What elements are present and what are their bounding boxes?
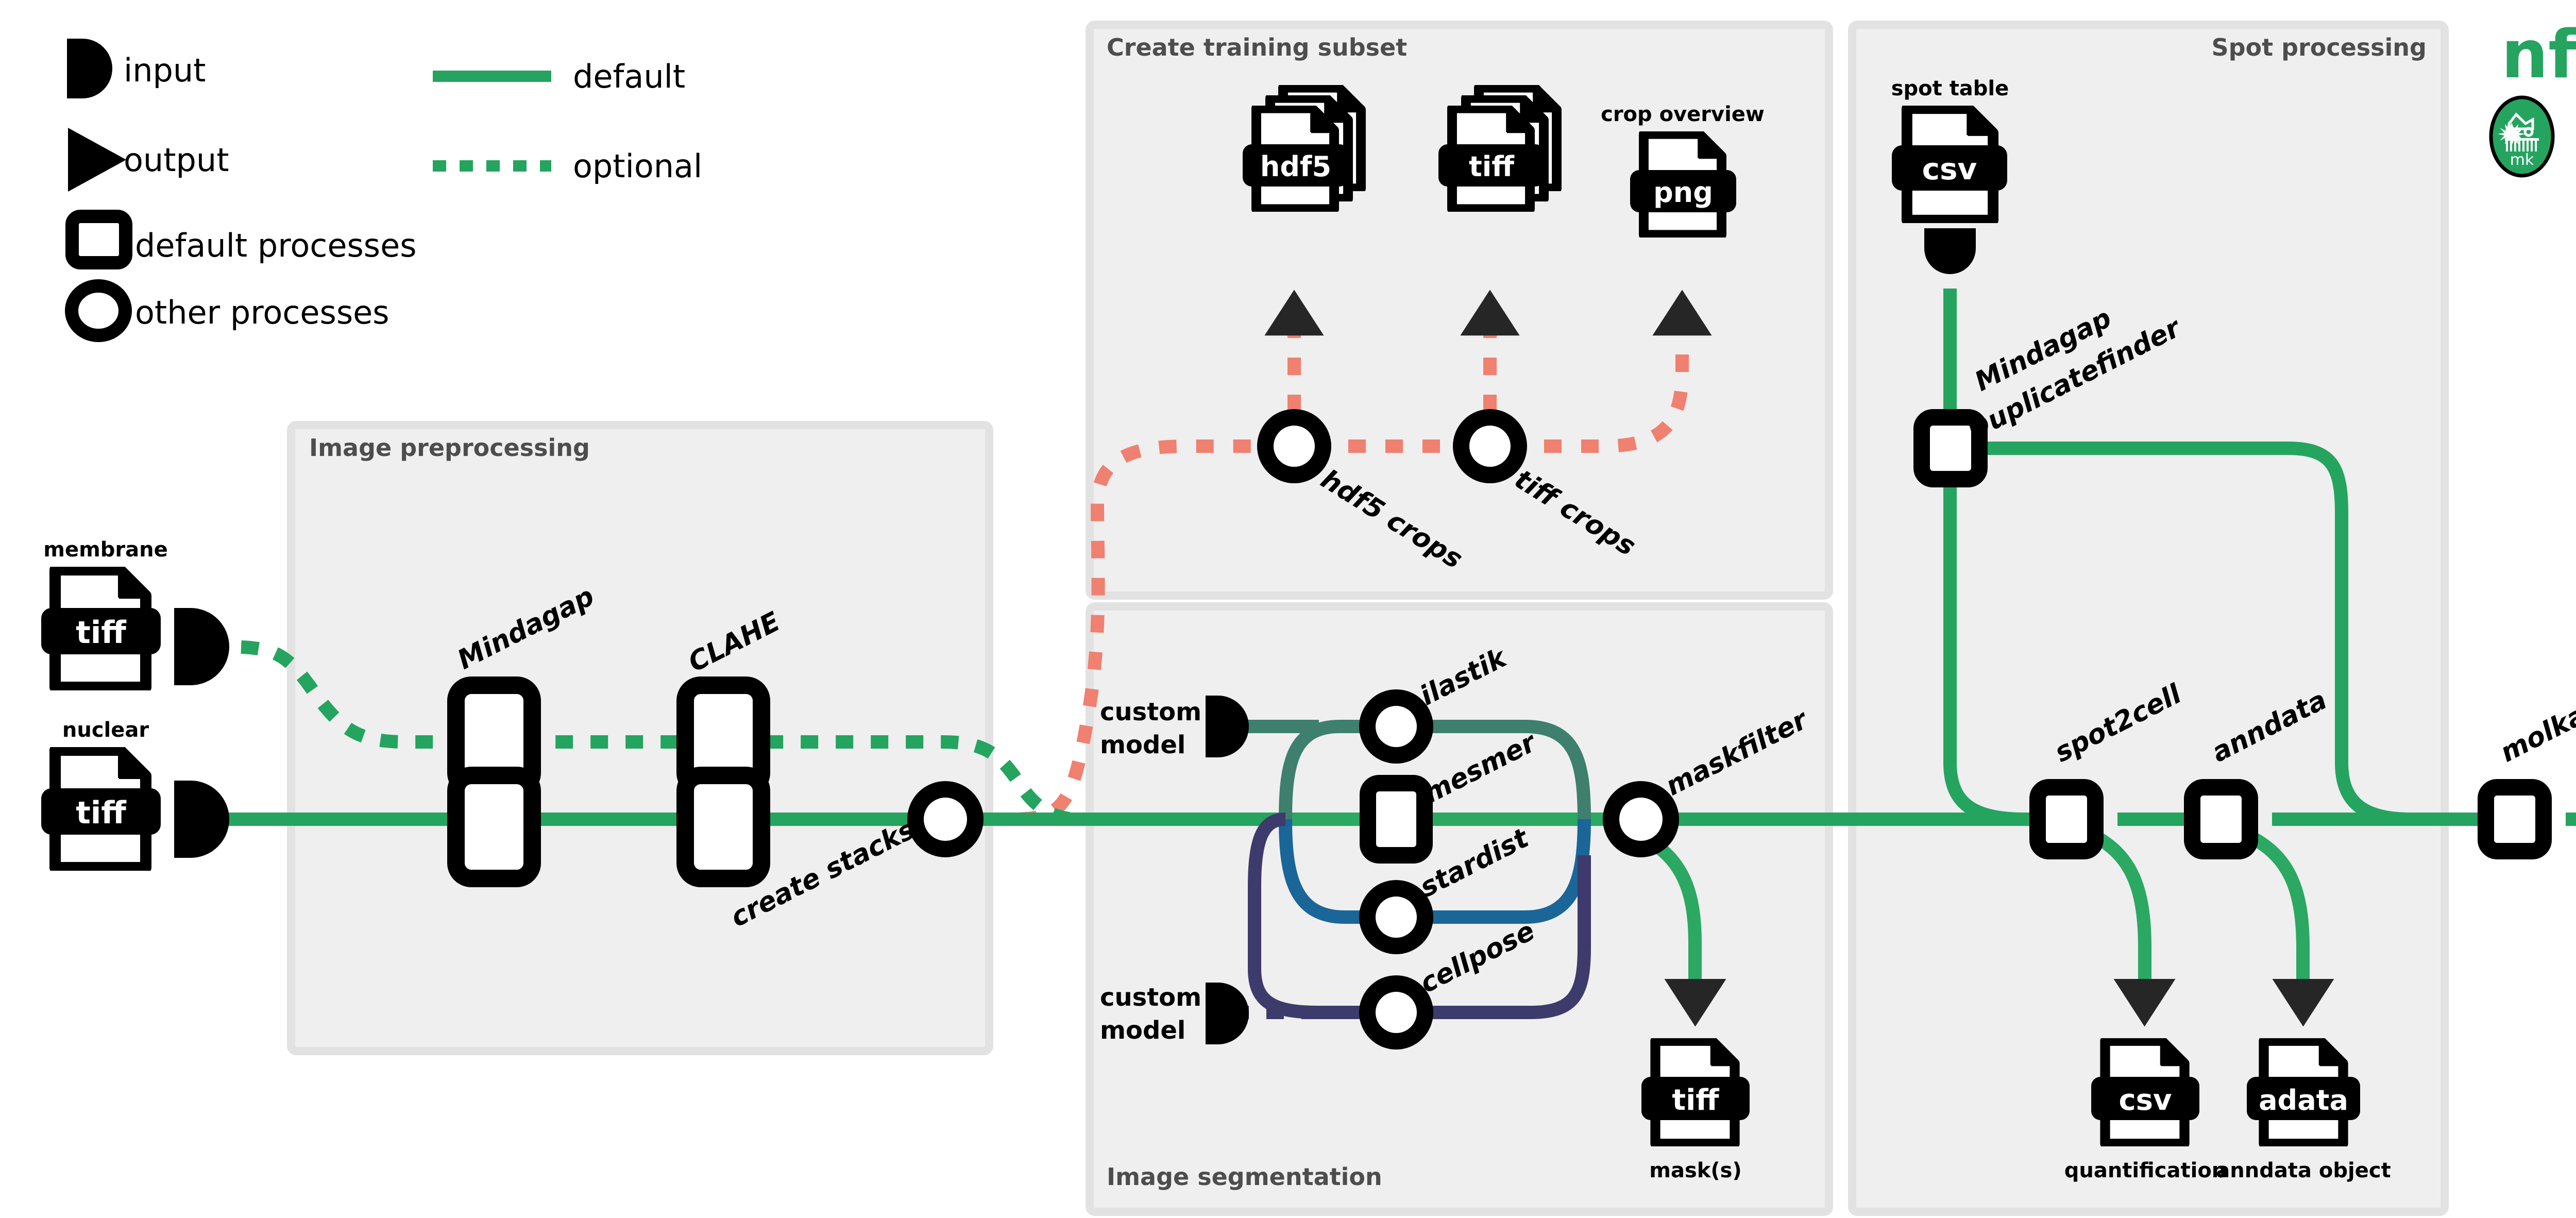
edge-branch-down-cellpose [1248,813,1370,1019]
masks-caption: mask(s) [1649,1159,1741,1182]
masks-ext-band [1641,1077,1750,1120]
nf-core-molkart-logo[interactable]: nf-core / [2489,7,2576,183]
adata-caption: anndata object [2216,1159,2391,1182]
clahe-lower-square[interactable] [676,767,770,887]
cellpose-circle[interactable] [1359,975,1433,1050]
input-shape-icon [174,608,229,685]
quantification-ext-band [2091,1077,2199,1120]
hdf5-ext-band [1243,144,1349,187]
panel-image-segmentation: Image segmentation [1086,602,1833,1216]
edge-cellpose-to-maskfilter [1422,855,1591,1019]
legend-label-line-optional: optional [573,147,702,185]
nuclear-caption: nuclear [62,718,149,742]
panel-segmentation-title: Image segmentation [1107,1163,1382,1191]
molkartqc-label: molkartqc [2496,672,2576,769]
quantification-caption: quantification [2064,1159,2227,1182]
spot-table-ext-label: csv [1922,151,1977,187]
nuclear-ext-band [41,788,161,835]
custom-model-a-line2: model [1100,731,1185,759]
edge-spot2cell-to-csv [2093,831,2151,982]
legend-label-other-processes: other processes [135,294,389,331]
edge-branch-up-ilastik [1279,720,1370,820]
output-anndata-object[interactable]: adata anndata object [2216,1040,2391,1183]
png-ext-band [1630,170,1736,212]
input-shape-icon [1924,228,1976,274]
edge-tiffcrops-to-png [1507,319,1689,453]
input-shape-icon [67,39,112,98]
quantification-ext-label: csv [2119,1084,2172,1117]
edge-mindagapdup-to-molkartqc [1981,442,2514,826]
stardist-circle[interactable] [1359,880,1433,954]
crop-overview-caption: crop overview [1601,103,1765,126]
maskfilter-circle[interactable] [1603,781,1679,857]
hdf5-ext-label: hdf5 [1260,150,1331,183]
output-tiff-crops[interactable]: tiff [1438,87,1558,209]
anndata-square[interactable] [2184,779,2258,859]
edge-branch-down-stardist [1279,819,1370,924]
ilastik-circle[interactable] [1359,689,1433,764]
output-masks[interactable]: tiff mask(s) [1641,1040,1750,1183]
custom-model-a-line1: custom [1100,698,1201,726]
mindagap-lower-square[interactable] [447,767,541,887]
edge-anndata-to-adata [2248,831,2310,982]
mesmer-square[interactable] [1360,775,1433,864]
legend-label-output: output [124,141,229,179]
spot-table-ext-band [1892,145,2007,191]
legend: input output default processes other pro… [65,39,702,342]
input-shape-icon [174,781,229,858]
output-hdf5-crops[interactable]: hdf5 [1243,87,1363,209]
input-nuclear[interactable]: nuclear tiff [41,718,229,868]
panel-preprocessing-title: Image preprocessing [309,434,590,462]
create-stacks-circle[interactable] [907,781,984,857]
input-shape-icon [1206,696,1249,757]
molkartqc-square[interactable] [2478,779,2552,859]
membrane-ext-label: tiff [76,615,127,651]
adata-ext-band [2247,1077,2360,1120]
edge-stardist-to-maskfilter [1422,819,1591,924]
adata-ext-label: adata [2259,1084,2348,1116]
input-spot-table[interactable]: spot table csv [1891,77,2009,274]
panel-segmentation-bg [1086,602,1833,1216]
panel-spot-title: Spot processing [2211,33,2427,61]
input-shape-icon [1206,983,1249,1044]
custom-model-b-line2: model [1100,1016,1185,1045]
tiffcrop-ext-label: tiff [1469,150,1515,183]
logo-nf-core-prefix: nf-core [2501,16,2576,93]
legend-label-input: input [124,52,206,89]
custom-model-ilastik[interactable]: custom model [1100,696,1249,759]
spot-table-caption: spot table [1891,77,2009,100]
nuclear-ext-label: tiff [76,795,127,831]
edge-mindagapdup-to-spot2cell [1943,479,2066,826]
png-ext-label: png [1653,176,1713,209]
molkart-badge-icon: mk [2489,95,2555,178]
edge-membrane-optional [206,640,1080,826]
output-crop-overview[interactable]: crop overview png [1601,103,1765,235]
output-triangle-icon [68,128,126,192]
custom-model-b-line1: custom [1100,983,1201,1012]
input-membrane[interactable]: membrane tiff [41,538,229,687]
masks-ext-label: tiff [1672,1084,1719,1117]
tiff-crops-circle[interactable] [1453,409,1527,483]
mindagap-duplicatefinder-square[interactable] [1913,409,1988,487]
custom-model-cellpose[interactable]: custom model [1100,983,1249,1045]
output-quantification[interactable]: csv quantification [2064,1040,2227,1183]
logo-molkart-name: molkart [2573,107,2576,183]
edges-optional-green [206,640,1080,826]
panel-training-title: Create training subset [1107,33,1407,61]
edge-createstacks-to-hdf5crops [945,439,1278,826]
edge-ilastik-to-maskfilter [1422,720,1591,820]
legend-label-default-processes: default processes [135,227,417,264]
spot2cell-square[interactable] [2029,779,2104,859]
process-molkartqc[interactable]: molkartqc [2478,672,2576,859]
edges-spot-processing [1943,289,2514,826]
square-process-icon [65,210,132,269]
legend-label-line-default: default [573,58,685,95]
tiffcrop-ext-band [1438,144,1545,187]
membrane-caption: membrane [43,538,167,562]
hdf5-crops-circle[interactable] [1257,409,1331,483]
circle-process-icon [65,279,132,342]
logo-badge-text: mk [2510,151,2534,169]
membrane-ext-band [41,608,161,654]
